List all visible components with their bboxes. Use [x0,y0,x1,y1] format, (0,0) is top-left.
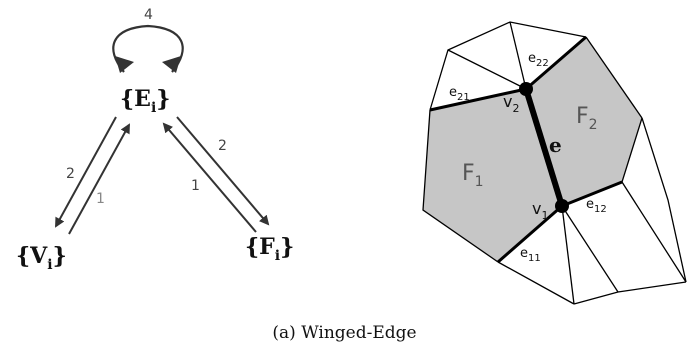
wing-edge-e12 [561,180,623,208]
face-f2-label: F2 [576,104,598,133]
wing-edge-e22-label: e22 [528,51,549,69]
vertices-node: {Vi} [16,243,67,273]
vertex-v1-label: v1 [532,199,548,222]
self-loop-arrowhead-right [162,56,181,73]
arrow-edges-to-faces [176,116,270,226]
mesh-lines [422,21,687,305]
face-f2 [526,37,642,206]
label-edges-to-vertices: 2 [66,166,75,182]
vertex-v2-label: v2 [503,92,519,115]
faces-node: {Fi} [245,234,294,264]
self-loop-label: 4 [144,7,153,23]
vertex-v2 [519,82,533,96]
vertex-v1 [555,199,569,213]
relation-diagram: 4 {Ei} {Vi} {Fi} 2 1 2 1 [16,7,294,273]
wing-edges [429,35,623,264]
edges-node: {Ei} [120,86,170,116]
central-edge-label: e [549,133,562,157]
self-loop-arrowhead-left [115,56,134,73]
winged-edge-mesh: F1 F2 e v2 v1 e22 e21 e12 e11 [422,21,687,305]
label-edges-to-faces: 2 [218,138,227,154]
label-faces-to-edges: 1 [191,178,200,194]
figure-caption: (a) Winged-Edge [272,323,417,343]
face-f1-label: F1 [462,161,484,190]
self-loop-arrow [112,24,184,73]
central-edge [523,88,565,207]
wing-edge-e12-label: e12 [586,197,607,215]
face-f1 [423,89,562,262]
wing-edge-e21-label: e21 [449,85,470,103]
arrow-faces-to-edges [162,122,257,233]
arrow-edges-to-vertices [55,116,117,228]
wing-edge-e22 [525,35,587,91]
wing-edge-e21 [429,87,527,112]
label-vertices-to-edges: 1 [96,191,105,207]
arrow-vertices-to-edges [68,123,130,235]
wing-edge-e11 [497,204,563,264]
wing-edge-e11-label: e11 [520,246,541,264]
